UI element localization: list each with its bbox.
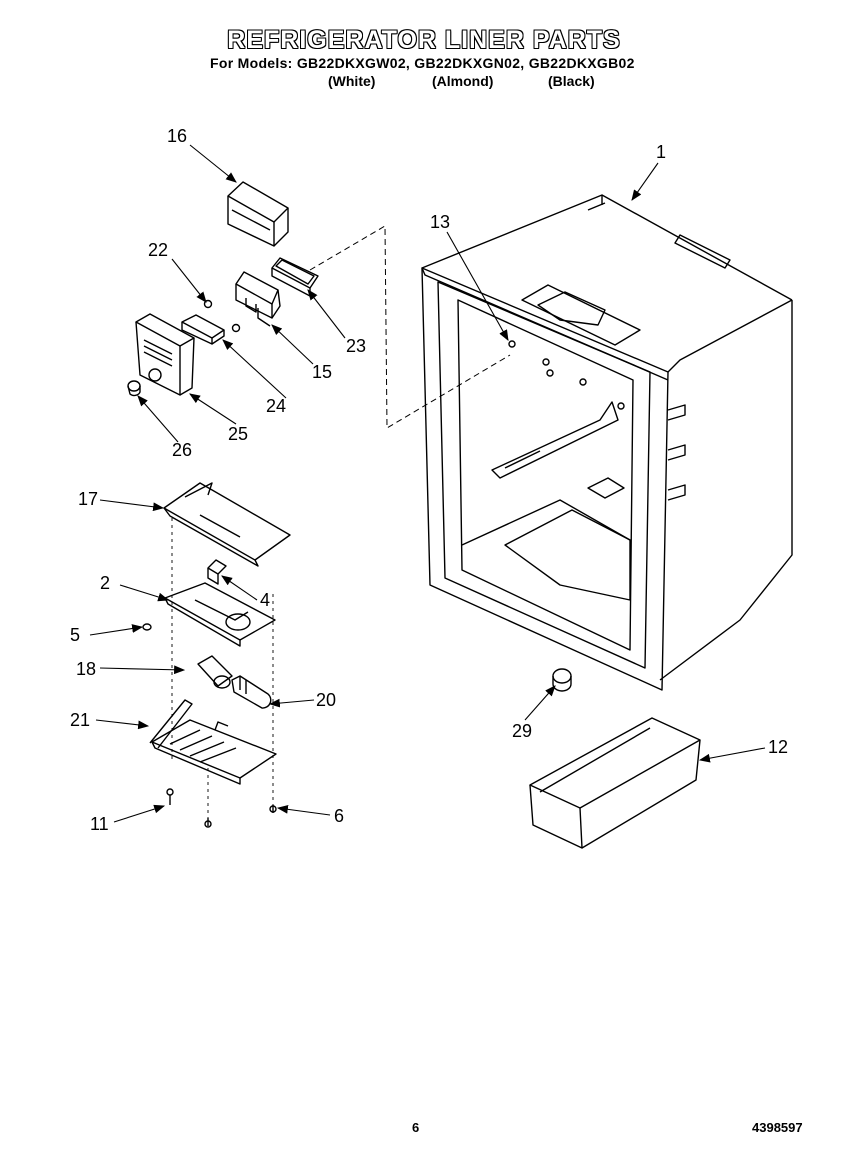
screw-part [166,788,277,828]
light-socket [207,559,227,585]
screw-part [142,623,152,631]
light-housing [164,582,276,647]
color-almond: (Almond) [432,73,494,89]
color-white: (White) [328,73,376,89]
callout-18: 18 [76,659,96,679]
callout-13: 13 [430,212,450,232]
callout-labels: 1 13 16 22 23 15 24 25 26 17 2 4 5 18 20… [70,126,788,834]
color-black: (Black) [548,73,595,89]
light-bulb [231,675,272,709]
callout-29: 29 [512,721,532,741]
callout-17: 17 [78,489,98,509]
control-panel [135,313,195,396]
callout-11: 11 [90,814,109,834]
callout-leaders [89,144,766,823]
callout-2: 2 [100,573,110,593]
lower-bracket [149,699,277,785]
callout-26: 26 [172,440,192,460]
model-numbers: For Models: GB22DKXGW02, GB22DKXGN02, GB… [210,55,635,71]
document-part-number: 4398597 [752,1120,803,1135]
plug-part [552,668,572,692]
callout-6: 6 [334,806,344,826]
refrigerator-liner [421,194,793,691]
callout-15: 15 [312,362,332,382]
callout-22: 22 [148,240,168,260]
screw-part [203,299,241,333]
callout-23: 23 [346,336,366,356]
callout-20: 20 [316,690,336,710]
gasket-part [271,257,319,297]
small-knob [127,380,141,397]
callout-12: 12 [768,737,788,757]
control-cover [227,181,289,247]
page-title: REFRIGERATOR LINER PARTS [227,26,621,54]
callout-5: 5 [70,625,80,645]
callout-4: 4 [260,590,270,610]
callout-24: 24 [266,396,286,416]
light-shield [163,482,291,567]
bulb-socket [197,655,233,689]
callout-16: 16 [167,126,187,146]
callout-21: 21 [70,710,90,730]
control-knob [181,314,225,345]
control-housing [235,271,281,327]
callout-25: 25 [228,424,248,444]
callout-1: 1 [656,142,666,162]
page-number: 6 [412,1120,420,1135]
crisper-pan [529,717,701,849]
